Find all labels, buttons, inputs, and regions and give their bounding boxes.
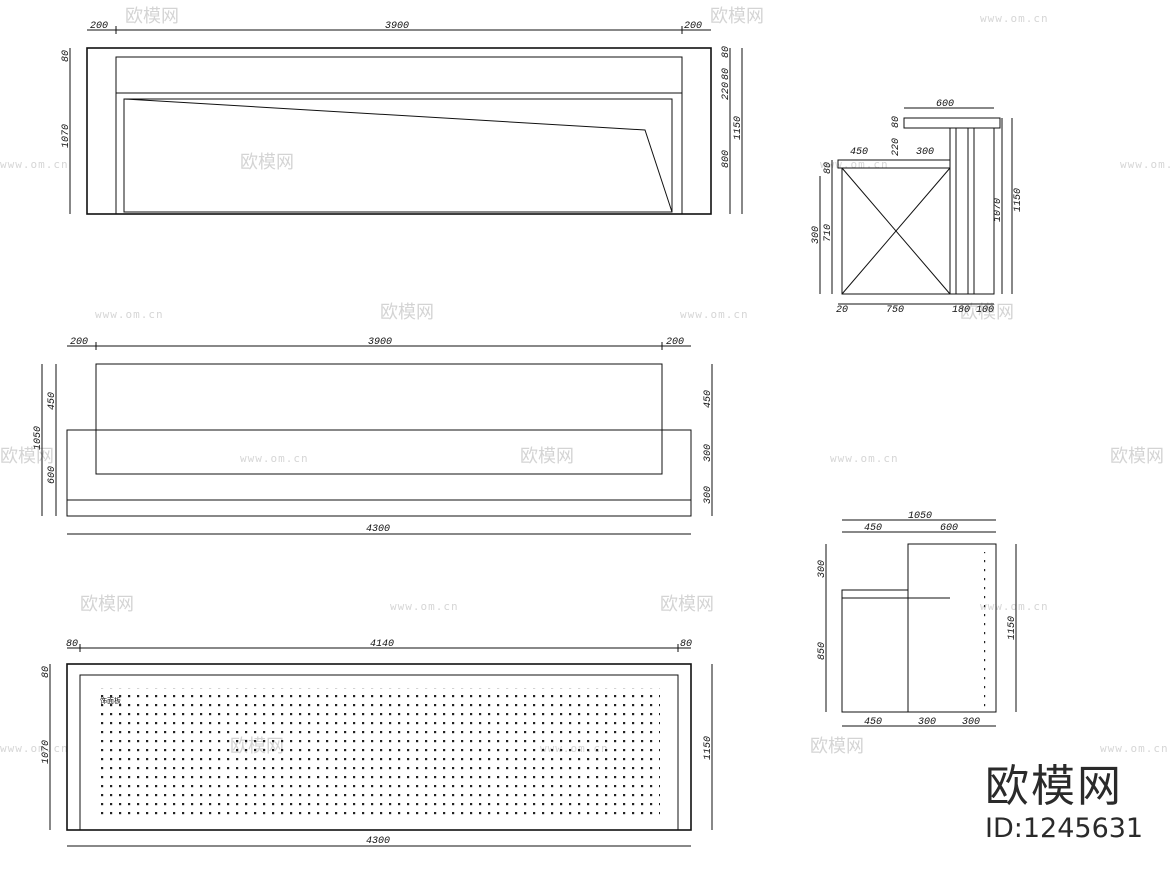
rear-dim-bottom-0: 4300 — [366, 836, 390, 847]
watermark-url-20: www.om.cn — [0, 742, 69, 755]
watermark-url-3: www.om.cn — [0, 158, 69, 171]
front-dim-right-3: 800 — [721, 150, 732, 168]
rear-frame — [66, 663, 692, 831]
front-dim-right-0: 80 — [721, 46, 732, 58]
side-dim-top-1: 450 — [864, 523, 882, 534]
front-dim-top-2: 200 — [684, 21, 702, 32]
watermark-text-11: 欧模网 — [0, 446, 54, 467]
plan-dim-left-2: 600 — [47, 466, 58, 484]
rear-elevation-view: 饰面板 80 4140 80 80 1070 1150 4300 — [41, 639, 714, 847]
plan-view: 200 3900 200 450 1050 600 450 300 300 43… — [33, 337, 714, 535]
watermark-text-23: 欧模网 — [810, 736, 864, 757]
plan-dim-left-1: 1050 — [33, 426, 44, 450]
side-dim-top-0: 1050 — [908, 511, 932, 522]
watermark-text-8: 欧模网 — [380, 302, 434, 323]
front-elevation-view: 200 3900 200 80 1070 80 80 220 800 1150 — [61, 21, 744, 215]
rear-dim-top-2: 80 — [680, 639, 692, 650]
side-dim-right-0: 1150 — [1007, 616, 1018, 640]
plan-dim-top-1: 3900 — [368, 337, 392, 348]
section-dim-right-1: 1150 — [1013, 188, 1024, 212]
front-dim-left-1: 1070 — [61, 124, 72, 148]
section-dim-upper-0: 220 — [891, 138, 902, 156]
plan-upper-counter — [95, 363, 663, 475]
front-inner-panel — [115, 56, 683, 215]
section-dim-top-1: 450 — [850, 147, 868, 158]
section-dim-bottom-3: 100 — [976, 305, 994, 316]
watermark-text-16: 欧模网 — [80, 594, 134, 615]
section-dim-bottom-0: 20 — [836, 305, 848, 316]
plan-dim-top-0: 200 — [70, 337, 88, 348]
side-stone-outline — [841, 543, 997, 713]
rear-panel-note: 饰面板 — [100, 696, 121, 705]
front-dim-right-2: 220 — [721, 82, 732, 100]
section-stone-face — [973, 127, 995, 295]
section-dim-bottom-1: 750 — [886, 305, 904, 316]
section-dim-left-1: 710 — [823, 224, 834, 242]
watermark-text-18: 欧模网 — [660, 594, 714, 615]
watermark-text-0: 欧模网 — [125, 6, 179, 27]
side-dim-bottom-0: 450 — [864, 717, 882, 728]
section-dim-top-0: 600 — [936, 99, 954, 110]
side-dim-left-0: 300 — [817, 560, 828, 578]
side-dim-bottom-1: 300 — [918, 717, 936, 728]
front-stone-outline — [86, 47, 712, 215]
plan-dim-left-0: 450 — [47, 392, 58, 410]
section-dim-bottom-2: 180 — [952, 305, 970, 316]
front-slope-line — [123, 98, 673, 213]
brand-id: ID:1245631 — [985, 813, 1144, 844]
section-upright — [949, 127, 975, 295]
section-dim-left-0: 300 — [811, 226, 822, 244]
plan-dim-right-0: 450 — [703, 390, 714, 408]
side-dim-bottom-2: 300 — [962, 717, 980, 728]
rear-dim-top-0: 80 — [66, 639, 78, 650]
plan-dim-right-2: 300 — [703, 486, 714, 504]
plan-dim-top-2: 200 — [666, 337, 684, 348]
watermark-url-24: www.om.cn — [1100, 742, 1169, 755]
front-dim-top-0: 200 — [90, 21, 108, 32]
watermark-url-7: www.om.cn — [95, 308, 164, 321]
plan-lower-counter — [66, 429, 692, 517]
watermark-url-19: www.om.cn — [980, 600, 1049, 613]
plan-dim-bottom-0: 4300 — [366, 524, 390, 535]
front-dim-top-1: 3900 — [385, 21, 409, 32]
front-dim-right-4: 1150 — [733, 116, 744, 140]
rear-dim-left-0: 80 — [41, 666, 52, 678]
section-dim-right-0: 1070 — [993, 198, 1004, 222]
side-dim-top-2: 600 — [940, 523, 958, 534]
watermark-url-2: www.om.cn — [980, 12, 1049, 25]
rear-dim-right-0: 1150 — [703, 736, 714, 760]
front-top-band — [115, 56, 683, 94]
watermark-text-15: 欧模网 — [1110, 446, 1164, 467]
front-frame — [86, 47, 712, 215]
brand-block: 欧模网 ID:1245631 — [985, 762, 1155, 846]
watermark-url-17: www.om.cn — [390, 600, 459, 613]
section-view: 600 450 300 220 80 80 300 710 1070 1150 … — [811, 99, 1024, 316]
watermark-url-14: www.om.cn — [830, 452, 899, 465]
rear-dim-top-1: 4140 — [370, 639, 394, 650]
watermark-url-9: www.om.cn — [680, 308, 749, 321]
section-upper-top — [903, 117, 1001, 129]
section-dim-upper-1: 80 — [891, 116, 902, 128]
section-dim-upper-2: 80 — [823, 162, 834, 174]
rear-perforated-panel — [100, 688, 660, 818]
watermark-url-6: www.om.cn — [1120, 158, 1170, 171]
watermark-text-10: 欧模网 — [960, 302, 1014, 323]
plan-dim-right-1: 300 — [703, 444, 714, 462]
side-dim-left-1: 850 — [817, 642, 828, 660]
rear-dim-left-1: 1070 — [41, 740, 52, 764]
section-dim-top-2: 300 — [916, 147, 934, 158]
watermark-url-12: www.om.cn — [240, 452, 309, 465]
front-opening — [123, 98, 673, 213]
side-edge-strip — [984, 552, 992, 708]
watermark-text-4: 欧模网 — [240, 152, 294, 173]
front-dim-right-1: 80 — [721, 68, 732, 80]
brand-name: 欧模网 — [985, 761, 1123, 812]
watermark-text-13: 欧模网 — [520, 446, 574, 467]
watermark-text-1: 欧模网 — [710, 6, 764, 27]
side-elevation-view: 1050 450 600 300 850 1150 450 300 300 — [817, 511, 1018, 728]
front-dim-left-0: 80 — [61, 50, 72, 62]
